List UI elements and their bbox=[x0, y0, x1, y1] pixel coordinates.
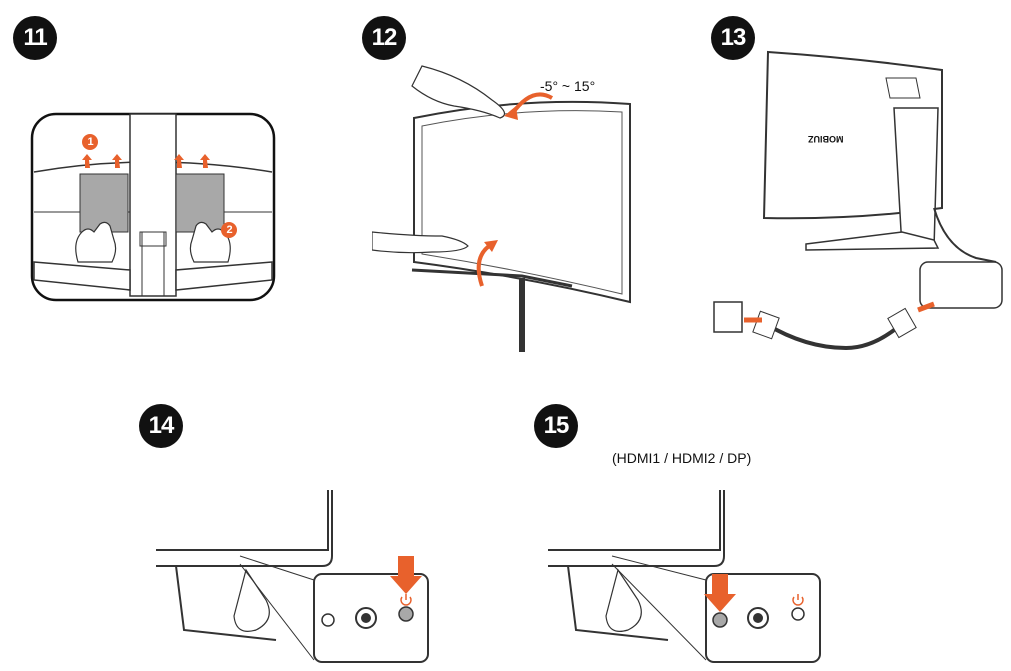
step-number-14: 14 bbox=[139, 404, 183, 448]
power-icon bbox=[400, 594, 412, 606]
callout-1: 1 bbox=[82, 134, 98, 150]
power-adapter-icon bbox=[919, 261, 1003, 309]
rear-cover-left bbox=[79, 173, 129, 233]
step-number-12: 12 bbox=[362, 16, 406, 60]
power-icon bbox=[792, 594, 804, 606]
step-12-illustration bbox=[372, 56, 642, 356]
tilt-range-label: -5° ~ 15° bbox=[540, 78, 596, 94]
step-11-illustration bbox=[30, 112, 276, 302]
power-button bbox=[398, 606, 414, 622]
power-outlet-icon bbox=[713, 301, 743, 333]
brand-mark: MOBIUZ bbox=[808, 134, 844, 144]
step-number-11: 11 bbox=[13, 16, 57, 60]
button-left bbox=[321, 613, 335, 627]
arrow-down-icon bbox=[390, 556, 422, 594]
step-13-illustration bbox=[706, 48, 1006, 372]
step-14-illustration bbox=[156, 490, 432, 666]
button-input bbox=[712, 612, 728, 628]
callout-2: 2 bbox=[221, 222, 237, 238]
arrow-down-icon bbox=[704, 574, 736, 612]
input-options-label: (HDMI1 / HDMI2 / DP) bbox=[612, 450, 752, 466]
power-button bbox=[791, 607, 805, 621]
step-number-15: 15 bbox=[534, 404, 578, 448]
step-number-13: 13 bbox=[711, 16, 755, 60]
step-15-illustration bbox=[548, 490, 824, 666]
